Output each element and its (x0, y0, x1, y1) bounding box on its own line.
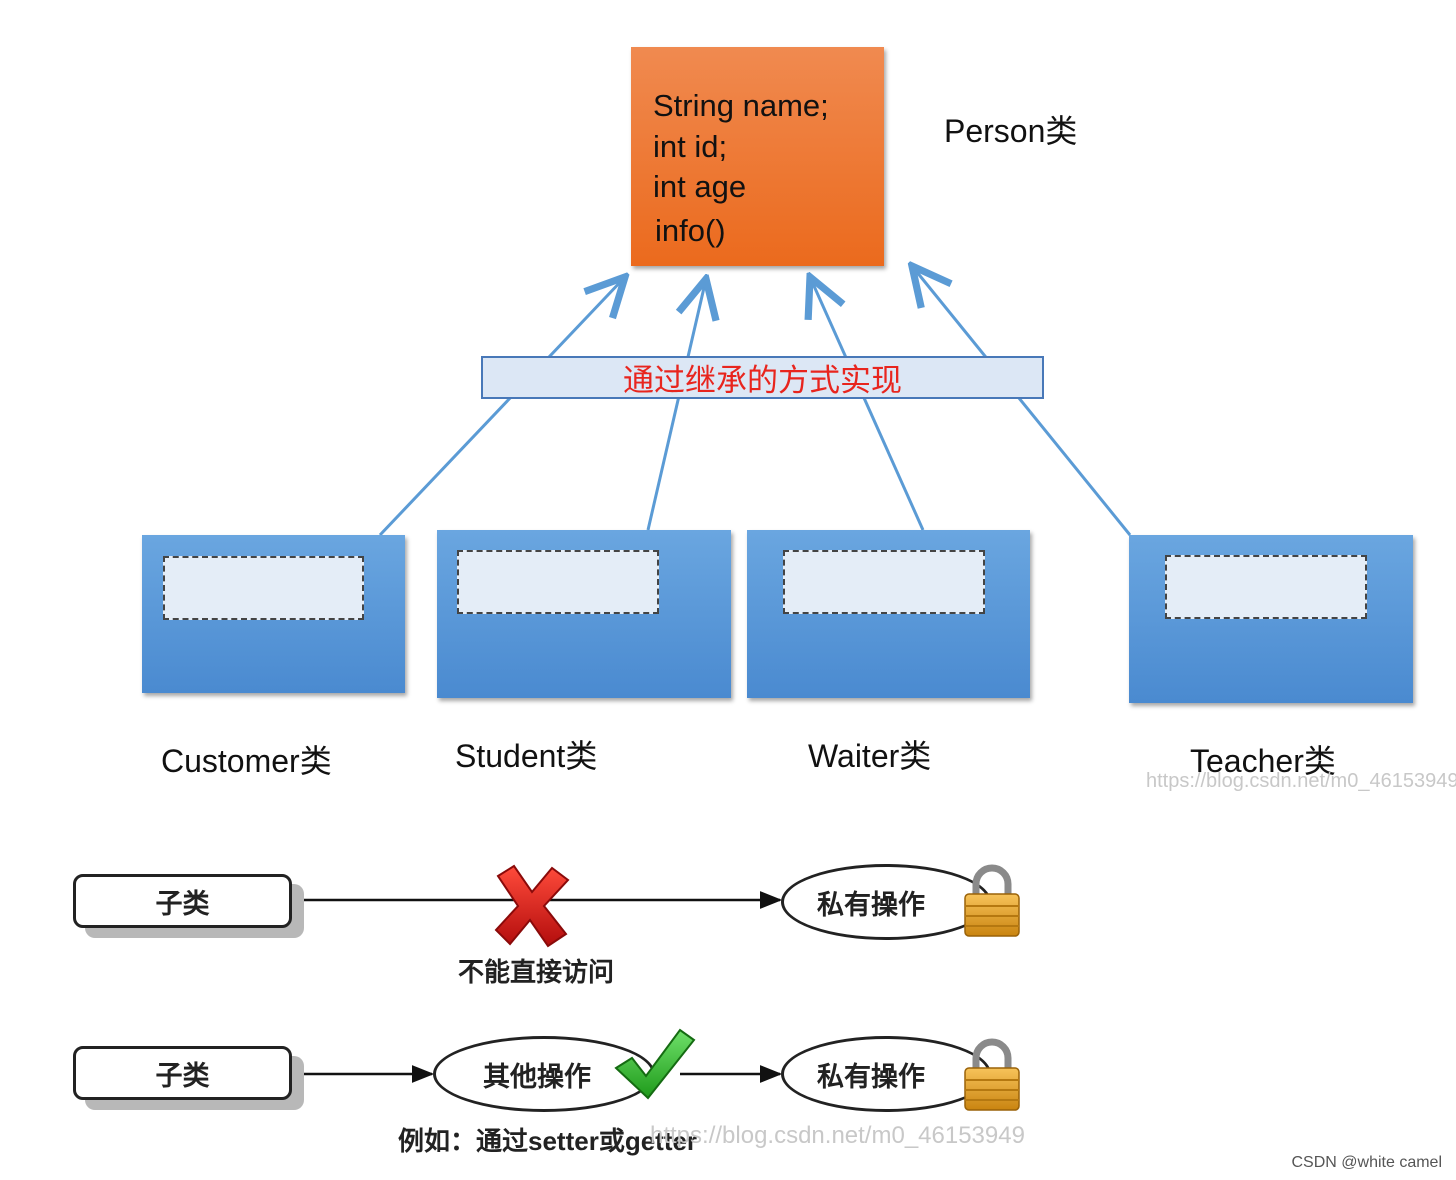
green-check-icon (614, 1028, 696, 1100)
teacher-class-label: Teacher类 (1190, 743, 1336, 779)
watermark-top: https://blog.csdn.net/m0_46153949 (1146, 770, 1456, 792)
customer-inner-slot (163, 556, 364, 620)
caption-no-direct-access: 不能直接访问 (458, 957, 615, 987)
customer-class-box (142, 535, 405, 693)
arrow-student (646, 279, 706, 531)
arrow-customer (378, 277, 625, 537)
caption-setter-getter: 例如：通过setter或getter (398, 1126, 698, 1156)
waiter-inner-slot (783, 550, 985, 614)
inheritance-banner-text: 通过继承的方式实现 (623, 363, 902, 399)
person-field-age: int age (653, 169, 747, 204)
waiter-class-box (747, 530, 1030, 698)
private-op-label-row2: 私有操作 (817, 1061, 925, 1092)
student-class-label: Student类 (455, 738, 598, 774)
waiter-class-label: Waiter类 (808, 738, 932, 774)
person-field-id: int id; (653, 129, 728, 164)
lock-icon-row2 (964, 1038, 1020, 1111)
student-class-box (437, 530, 731, 698)
person-class-label: Person类 (944, 113, 1078, 149)
person-field-name: String name; (653, 88, 829, 123)
person-class-box: String name; int id; int age info() (631, 47, 884, 266)
customer-class-label: Customer类 (161, 743, 332, 779)
student-inner-slot (457, 550, 659, 614)
other-op-label: 其他操作 (483, 1061, 591, 1092)
other-op-ellipse: 其他操作 (433, 1036, 655, 1112)
private-op-ellipse-row2: 私有操作 (781, 1036, 991, 1112)
private-op-label-row1: 私有操作 (817, 889, 925, 920)
footer-credit: CSDN @white camel (1291, 1154, 1443, 1171)
lock-icon (964, 864, 1020, 937)
inheritance-banner: 通过继承的方式实现 (481, 356, 1044, 399)
watermark-bottom: https://blog.csdn.net/m0_46153949 (650, 1122, 1025, 1149)
person-method-info: info() (655, 213, 726, 248)
subclass-label-row2: 子类 (155, 1060, 210, 1091)
subclass-pill-row1: 子类 (73, 874, 292, 928)
arrow-teacher (912, 266, 1132, 536)
teacher-inner-slot (1165, 555, 1367, 619)
subclass-pill-row2: 子类 (73, 1046, 292, 1100)
arrow-waiter (810, 277, 925, 531)
red-cross-icon (494, 864, 570, 948)
teacher-class-box (1129, 535, 1413, 703)
subclass-label-row1: 子类 (155, 888, 210, 919)
